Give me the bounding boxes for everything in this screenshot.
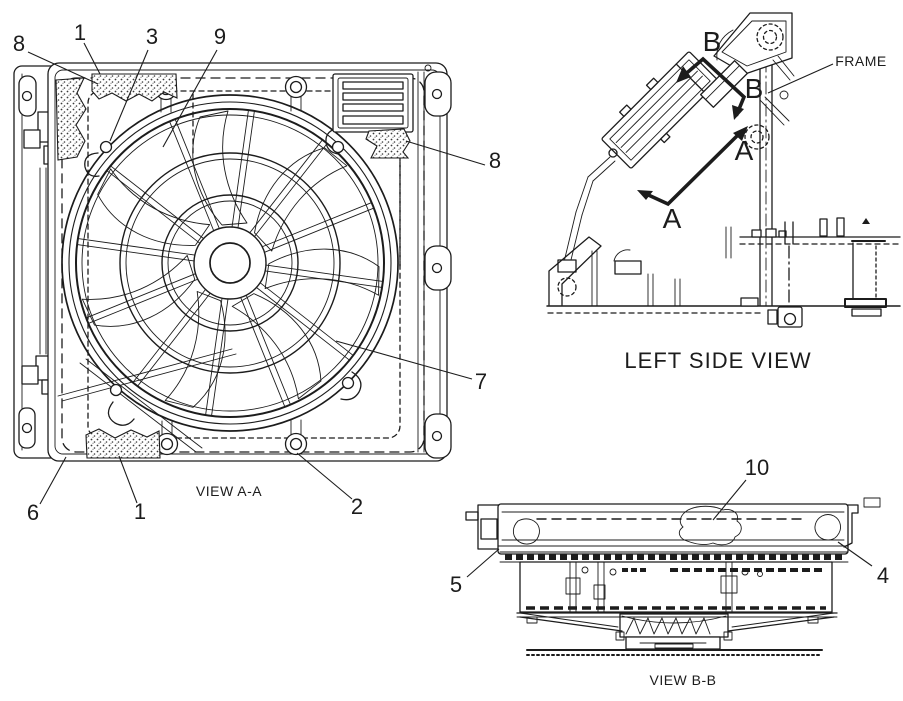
machine-frame bbox=[713, 12, 795, 307]
callout-5: 5 bbox=[449, 572, 463, 597]
view-aa-art bbox=[13, 42, 486, 505]
foam-seal-patches bbox=[55, 73, 411, 459]
louver-panel bbox=[332, 73, 414, 133]
callout-1-bottom: 1 bbox=[133, 499, 147, 524]
bb-top-rail bbox=[465, 497, 881, 555]
view-bb-leader-lines bbox=[466, 479, 873, 578]
caption-left-side-view: LEFT SIDE VIEW bbox=[624, 348, 812, 373]
callout-3: 3 bbox=[145, 24, 159, 49]
bb-fan-section bbox=[516, 612, 838, 656]
section-markers bbox=[637, 56, 748, 207]
machine-base bbox=[546, 217, 901, 328]
callout-8-right: 8 bbox=[488, 148, 502, 173]
bb-shroud-box bbox=[499, 551, 849, 614]
section-label-a-outer: A bbox=[662, 203, 682, 234]
callout-4: 4 bbox=[876, 563, 890, 588]
callout-7: 7 bbox=[474, 369, 488, 394]
left-side-view-art bbox=[546, 12, 901, 328]
caption-view-bb: VIEW B-B bbox=[649, 672, 717, 688]
section-label-b-inner: B bbox=[744, 73, 764, 104]
callout-1-top: 1 bbox=[73, 20, 87, 45]
callout-8-left: 8 bbox=[12, 31, 26, 56]
guard-spokes bbox=[77, 110, 383, 416]
callout-10: 10 bbox=[744, 455, 770, 480]
callout-6: 6 bbox=[26, 500, 40, 525]
view-bb-art bbox=[465, 479, 881, 656]
section-label-a-inner: A bbox=[734, 135, 754, 166]
fan-guard bbox=[61, 75, 399, 456]
support-rods bbox=[57, 348, 237, 453]
frame-label: FRAME bbox=[835, 53, 887, 69]
caption-view-aa: VIEW A-A bbox=[195, 483, 263, 499]
view-aa-leader-lines bbox=[27, 42, 486, 505]
tilted-fan-pack bbox=[557, 51, 748, 273]
section-label-b-outer: B bbox=[702, 26, 722, 57]
frame-leader-line bbox=[767, 63, 834, 94]
callout-9: 9 bbox=[213, 24, 227, 49]
guard-bolts bbox=[154, 75, 308, 456]
fan-blades bbox=[81, 110, 380, 408]
callout-2: 2 bbox=[350, 494, 364, 519]
